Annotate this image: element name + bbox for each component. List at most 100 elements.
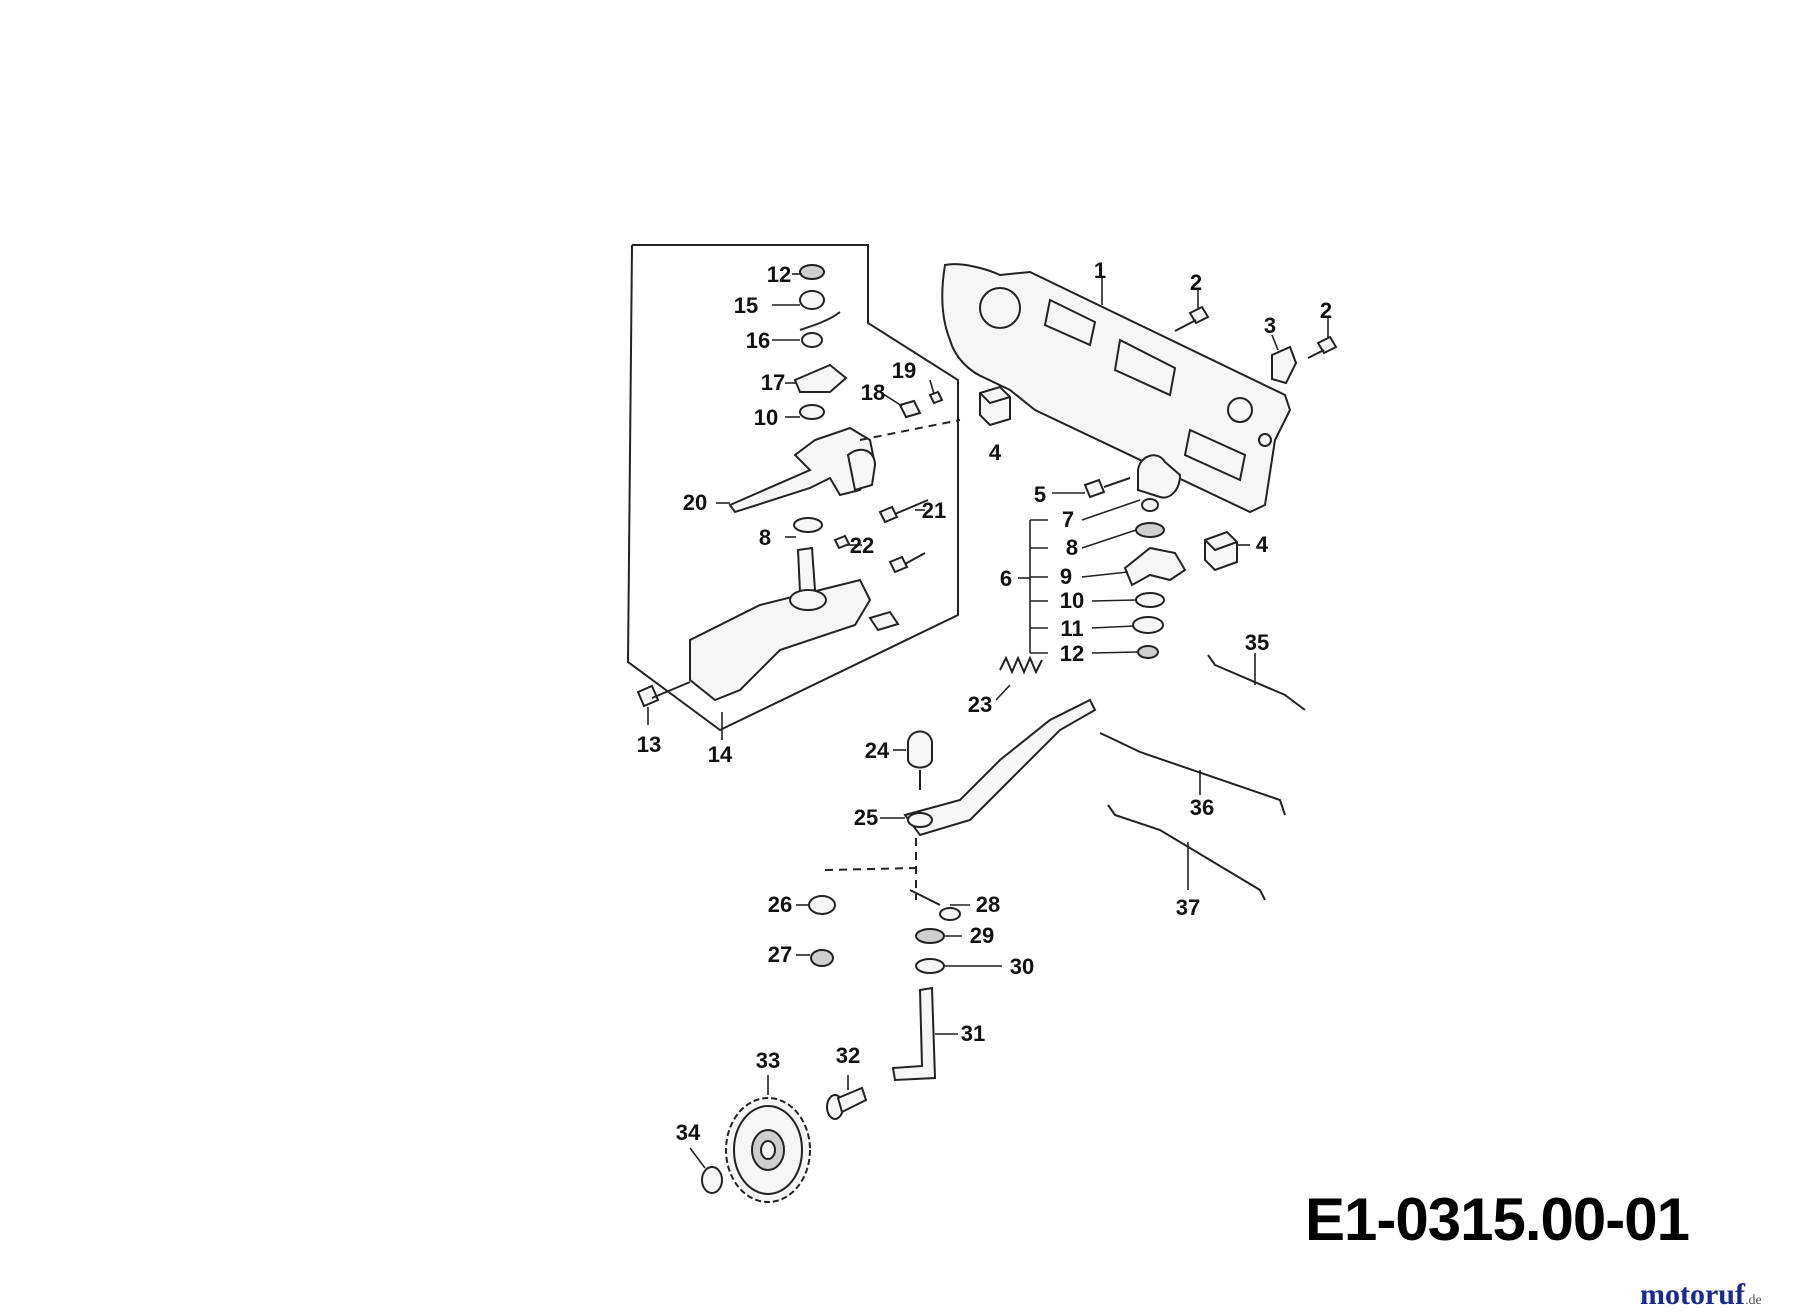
bracket: [1271, 345, 1298, 385]
pin: [826, 1086, 868, 1120]
callout-number: 29: [970, 923, 994, 948]
callout-number: 15: [734, 293, 758, 318]
callout-number: 10: [1060, 588, 1084, 613]
washer: [808, 895, 836, 915]
callout-number: 13: [637, 732, 661, 757]
weight-cup: [789, 589, 827, 611]
tab: [868, 610, 900, 632]
spacer: [799, 290, 825, 310]
screw: [833, 534, 851, 550]
watermark-brand: motoruf: [1640, 1278, 1745, 1311]
control-cable: [1107, 804, 1266, 901]
washer: [799, 404, 825, 420]
governor-plate: [793, 363, 848, 393]
bolt: [636, 681, 691, 708]
drawing-code: E1-0315.00-01: [1305, 1186, 1690, 1253]
bolt: [888, 552, 926, 574]
washer: [1135, 522, 1165, 538]
callout-number: 7: [1062, 507, 1074, 532]
washer: [915, 958, 945, 974]
callout-number: 8: [1066, 535, 1078, 560]
control-rod: [1099, 732, 1286, 816]
callout-number: 19: [892, 358, 916, 383]
callout-number: 2: [1320, 298, 1332, 323]
callout-number: 11: [1060, 616, 1083, 641]
callout-number: 16: [746, 328, 770, 353]
lever-bracket: [1137, 454, 1182, 499]
rubber-block: [1204, 530, 1238, 572]
lever-bracket: [846, 448, 877, 492]
nut: [1137, 645, 1159, 659]
callout-number: 20: [683, 490, 707, 515]
callout-number: 31: [961, 1021, 985, 1046]
assembly-axis: [824, 867, 917, 871]
callout-number: 23: [968, 692, 992, 717]
callout-number: 27: [768, 942, 792, 967]
screw: [928, 390, 944, 405]
bushing: [1141, 498, 1159, 512]
clip: [939, 907, 961, 921]
callout-number: 9: [1060, 564, 1072, 589]
callout-labels: 1 2 2 3 4 4 5 6 7 8 9 10 11 12 12 15 16 …: [637, 258, 1332, 1145]
coil-spring: [999, 655, 1043, 675]
callout-number: 18: [861, 380, 885, 405]
callout-number: 36: [1190, 795, 1214, 820]
callout-number: 30: [1010, 954, 1034, 979]
nut: [898, 399, 922, 419]
spring-washer: [1132, 616, 1164, 634]
callout-number: 35: [1245, 630, 1269, 655]
spring: [801, 332, 823, 348]
callout-number: 5: [1034, 482, 1046, 507]
governor-shaft: [796, 546, 817, 594]
watermark-suffix: .de: [1744, 1293, 1762, 1308]
l-shaft: [891, 986, 937, 1082]
callout-number: 33: [756, 1048, 780, 1073]
spring-wire: [799, 311, 841, 331]
throttle-lever: [903, 698, 1097, 837]
cap: [907, 730, 933, 769]
callout-number: 10: [754, 405, 778, 430]
callout-number: 14: [708, 742, 733, 767]
watermark-logo: motoruf.de: [1640, 1278, 1762, 1312]
callout-number: 37: [1176, 895, 1200, 920]
callout-number: 6: [1000, 566, 1012, 591]
lever: [1123, 546, 1187, 587]
callout-number: 21: [922, 498, 946, 523]
callout-number: 3: [1264, 313, 1276, 338]
leader-3: [1271, 334, 1279, 351]
callout-number: 34: [676, 1120, 701, 1145]
callout-number: 28: [976, 892, 1000, 917]
callout-number: 1: [1094, 258, 1106, 283]
callout-number: 26: [768, 892, 792, 917]
assembly-axis: [859, 419, 961, 441]
callout-number: 25: [854, 805, 878, 830]
rubber-block: [979, 385, 1011, 427]
callout-number: 12: [1060, 641, 1084, 666]
callout-number: 8: [759, 525, 771, 550]
main-frame-plate: [941, 263, 1292, 514]
callout-number: 4: [989, 440, 1002, 465]
callout-number: 22: [850, 533, 874, 558]
bolt: [1174, 305, 1210, 332]
washer: [1135, 592, 1165, 608]
callout-number: 2: [1190, 270, 1202, 295]
washer: [793, 517, 823, 533]
callout-number: 17: [761, 370, 785, 395]
assembly-group-frame: [626, 244, 959, 732]
callout-number: 32: [836, 1043, 860, 1068]
bolt: [1307, 335, 1338, 359]
washer: [701, 1166, 723, 1194]
callout-number: 24: [865, 738, 890, 763]
bolt: [878, 499, 929, 524]
nut: [810, 949, 834, 967]
control-rod: [1207, 654, 1306, 711]
nut: [799, 264, 825, 280]
bolt: [1083, 477, 1131, 499]
spring-washer: [915, 928, 945, 944]
callout-number: 4: [1256, 532, 1269, 557]
cotter-pin: [909, 889, 941, 906]
callout-number: 12: [767, 262, 791, 287]
gear: [725, 1097, 811, 1203]
governor-base: [689, 578, 872, 702]
